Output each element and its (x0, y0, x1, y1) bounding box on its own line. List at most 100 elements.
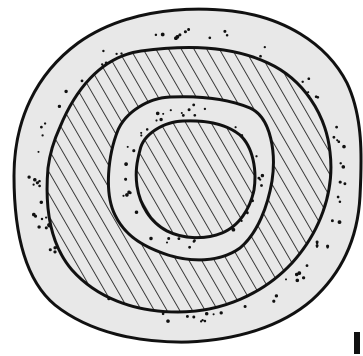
stipple-dot (38, 185, 41, 188)
stipple-dot (204, 108, 206, 110)
stipple-dot (213, 313, 215, 315)
stipple-dot (27, 175, 30, 178)
stipple-dot (124, 162, 128, 166)
stipple-dot (81, 80, 84, 83)
stipple-dot (204, 320, 207, 323)
stipple-dot (339, 181, 342, 184)
stipple-dot (192, 316, 195, 319)
stipple-dot (166, 319, 170, 323)
stipple-dot (44, 122, 46, 124)
stipple-dot (41, 218, 43, 220)
stipple-dot (37, 225, 40, 228)
stipple-dot (37, 151, 39, 153)
stipple-dot (339, 201, 342, 204)
stipple-dot (40, 126, 43, 129)
stipple-dot (342, 166, 344, 168)
stipple-dot (122, 195, 124, 197)
stipple-dot (255, 155, 257, 157)
stipple-dot (259, 55, 262, 58)
stipple-dot (223, 30, 226, 33)
stipple-dot (337, 196, 340, 199)
stipple-dot (275, 294, 278, 297)
stipple-dot (36, 181, 39, 184)
stipple-dot (316, 246, 318, 248)
stipple-dot (177, 237, 180, 240)
stipple-dot (184, 30, 187, 33)
stipple-dot (235, 126, 237, 128)
stipple-dot (342, 145, 346, 149)
stipple-dot (335, 126, 338, 129)
stipple-dot (285, 278, 287, 280)
stipple-dot (193, 114, 196, 117)
stipple-dot (64, 90, 67, 93)
stipple-dot (33, 178, 37, 182)
stipple-dot (115, 53, 117, 55)
stipple-dot (140, 134, 142, 136)
stipple-dot (102, 50, 104, 52)
stipple-dot (155, 34, 157, 36)
stipple-dot (331, 219, 334, 222)
stipple-dot (186, 315, 189, 318)
stipple-dot (333, 136, 336, 139)
stipple-dot (182, 114, 185, 117)
stipple-dot (326, 246, 328, 248)
stipple-dot (188, 108, 191, 111)
stipple-dot (295, 273, 298, 276)
stipple-dot (132, 149, 135, 152)
stipple-dot (53, 250, 56, 253)
stipple-dot (205, 312, 208, 315)
stipple-dot (166, 241, 168, 243)
stipple-dot (343, 182, 346, 185)
stipple-dot (146, 128, 149, 131)
stipple-dot (338, 220, 342, 224)
stipple-dot (135, 211, 138, 214)
stipple-dot (127, 146, 129, 148)
stipple-dot (155, 119, 157, 121)
stipple-dot (162, 113, 164, 115)
stipple-dot (40, 201, 43, 204)
stipple-dot (32, 213, 36, 217)
stipple-dot (33, 184, 35, 186)
stipple-dot (316, 96, 319, 99)
stipple-dot (120, 52, 122, 54)
stipple-dot (261, 174, 264, 177)
stipple-dot (58, 105, 61, 108)
stipple-dot (41, 134, 43, 136)
stipple-dot (45, 226, 48, 229)
stipple-dot (260, 184, 263, 187)
stipple-dot (181, 112, 183, 114)
stipple-dot (226, 34, 229, 37)
stipple-dot (338, 140, 341, 143)
stipple-dot (127, 191, 130, 194)
stipple-dot (159, 118, 162, 121)
stipple-dot (272, 300, 275, 303)
stipple-dot (301, 81, 303, 83)
stipple-dot (140, 132, 142, 134)
stipple-dot (149, 237, 152, 240)
stipple-dot (178, 33, 181, 36)
stipple-dot (170, 109, 172, 111)
stipple-dot (124, 178, 127, 181)
stipple-dot (45, 217, 47, 219)
stipple-dot (264, 46, 266, 48)
stipple-dot (161, 33, 165, 37)
stipple-dot (307, 77, 310, 80)
stipple-dot (302, 276, 305, 279)
stipple-dot (156, 112, 160, 116)
stipple-dot (296, 279, 300, 283)
stipple-dot (167, 237, 170, 240)
stipple-dot (208, 36, 211, 39)
stipple-dot (200, 320, 202, 322)
stipple-dot (244, 305, 247, 308)
stipple-dot (220, 311, 223, 314)
stipple-dot (192, 104, 195, 107)
stipple-dot (339, 162, 341, 164)
stipple-dot (306, 264, 309, 267)
stipple-dot (187, 28, 190, 31)
stipple-dot (49, 248, 52, 251)
stipple-dot (259, 179, 261, 181)
stipple-dot (188, 246, 191, 249)
stipple-dot (316, 242, 318, 244)
stipple-dot (193, 240, 196, 243)
